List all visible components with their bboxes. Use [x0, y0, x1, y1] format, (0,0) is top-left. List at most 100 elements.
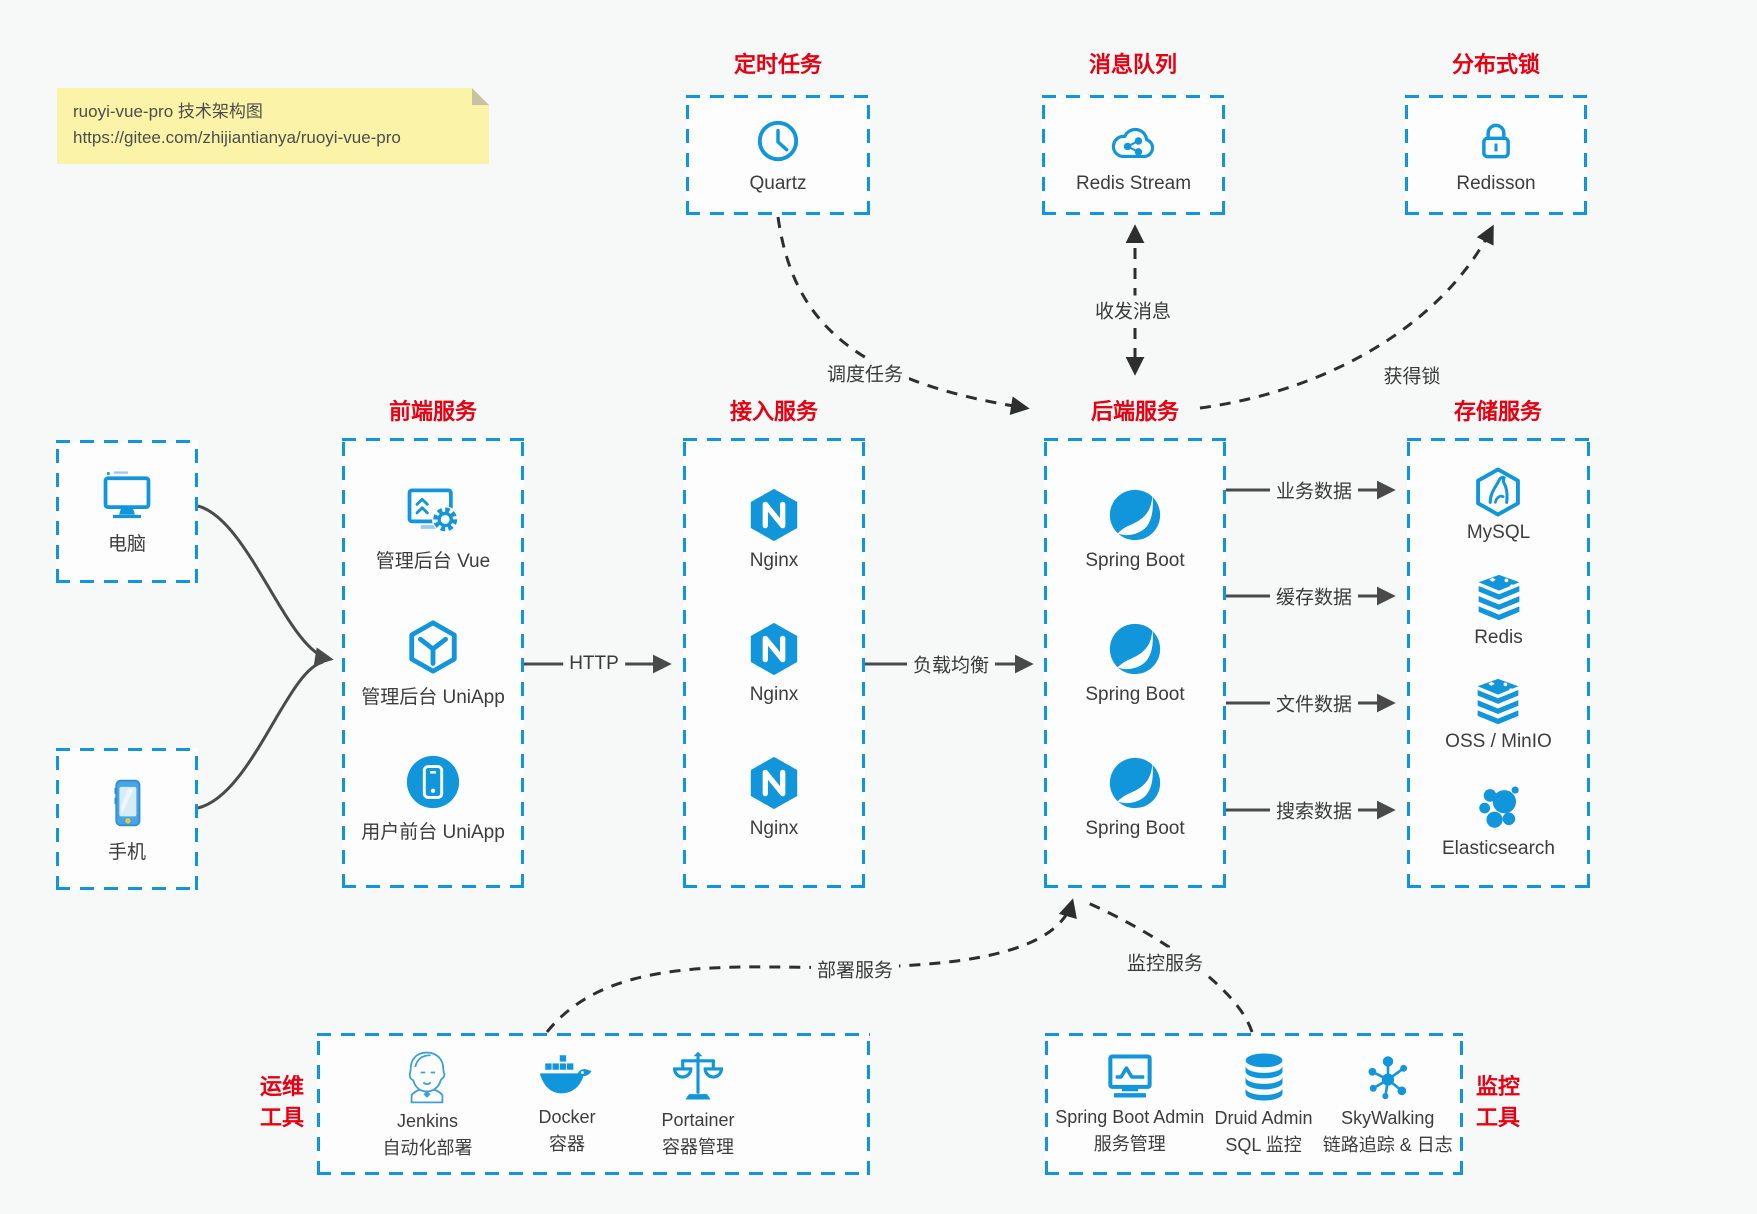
docker-label: Docker	[538, 1106, 596, 1127]
mysql-label: MySQL	[1466, 522, 1531, 544]
oss-minio-label: OSS / MinIO	[1445, 731, 1552, 753]
group-title-message-queue: 消息队列	[1088, 52, 1178, 77]
arrow-desktop-to-frontend	[197, 504, 334, 666]
jenkins-label: Jenkins	[396, 1110, 458, 1131]
spring-icon	[1106, 754, 1164, 812]
redis-stream-label: Redis Stream	[1075, 173, 1192, 194]
nginx-icon	[745, 486, 803, 544]
clock-icon	[752, 115, 804, 167]
quartz-label: Quartz	[749, 173, 807, 194]
redis-node: Redis	[1471, 573, 1527, 649]
spring-boot-admin-icon	[1103, 1052, 1157, 1102]
druid-label: Druid Admin	[1214, 1107, 1313, 1128]
edge-label-cache-data: 缓存数据	[1269, 581, 1359, 611]
quartz-node: Quartz	[749, 115, 807, 195]
sticky-note: ruoyi-vue-pro 技术架构图 https://gitee.com/zh…	[57, 88, 489, 164]
portainer-icon	[671, 1049, 725, 1105]
uniapp-cube-icon	[404, 618, 462, 676]
elasticsearch-icon	[1472, 782, 1526, 834]
monitor-tools-title: 监控 工具	[1472, 1072, 1524, 1134]
edge-label-deploy-service: 部署服务	[810, 954, 900, 984]
oss-minio-node: OSS / MinIO	[1445, 677, 1552, 753]
spring-boot-label: Spring Boot	[1085, 550, 1185, 571]
ops-tools-title-line2: 工具	[259, 1104, 304, 1130]
edge-label-file-data: 文件数据	[1269, 688, 1359, 718]
druid-node: Druid Admin SQL 监控	[1215, 1051, 1313, 1158]
skywalking-sublabel: 链路追踪 & 日志	[1322, 1135, 1453, 1155]
monitor-tools-box: Spring Boot Admin 服务管理 Druid Admin SQL 监…	[1045, 1033, 1463, 1175]
nginx-icon	[745, 620, 803, 678]
lock-icon	[1470, 115, 1522, 167]
skywalking-label: SkyWalking	[1341, 1107, 1435, 1128]
redis-label: Redis	[1474, 626, 1523, 648]
monitor-tools-title-line2: 工具	[1475, 1104, 1520, 1130]
spring-boot-admin-label: Spring Boot Admin	[1055, 1106, 1205, 1127]
spring-boot-admin-node: Spring Boot Admin 服务管理	[1055, 1052, 1204, 1157]
smartphone-icon	[102, 775, 152, 831]
spring-boot-node-2: Spring Boot	[1085, 620, 1185, 706]
nginx-node-2: Nginx	[745, 620, 803, 706]
mysql-icon	[1472, 466, 1524, 518]
skywalking-node: SkyWalking 链路追踪 & 日志	[1323, 1051, 1453, 1158]
user-uniapp-node: 用户前台 UniApp	[361, 753, 505, 844]
column-title-storage: 存储服务	[1453, 399, 1543, 424]
druid-icon	[1240, 1051, 1288, 1103]
nginx-icon	[745, 754, 803, 812]
backend-services-box: Spring Boot Spring Boot Spring Boot	[1044, 438, 1226, 888]
frontend-services-box: 管理后台 Vue 管理后台 UniApp 用户前台 UniApp	[342, 438, 524, 888]
edge-label-acquire-lock: 获得锁	[1377, 360, 1447, 390]
phone-client-node: 手机	[102, 775, 152, 864]
quartz-box: Quartz	[686, 95, 870, 215]
admin-vue-node: 管理后台 Vue	[376, 482, 490, 573]
spring-boot-admin-sublabel: 服务管理	[1093, 1134, 1166, 1154]
portainer-sublabel: 容器管理	[661, 1137, 734, 1157]
column-title-gateway: 接入服务	[729, 399, 819, 424]
note-title: ruoyi-vue-pro 技术架构图	[73, 102, 263, 121]
user-uniapp-label: 用户前台 UniApp	[361, 821, 505, 843]
edge-label-schedule-task: 调度任务	[820, 358, 910, 388]
ops-tools-title-line1: 运维	[259, 1074, 304, 1099]
admin-uniapp-node: 管理后台 UniApp	[361, 618, 505, 709]
nginx-label: Nginx	[749, 550, 799, 571]
admin-vue-label: 管理后台 Vue	[375, 551, 491, 573]
desktop-label: 电脑	[107, 534, 146, 555]
oss-icon	[1470, 677, 1526, 727]
spring-icon	[1106, 620, 1164, 678]
edge-label-send-receive-message: 收发消息	[1088, 295, 1178, 325]
spring-boot-node-3: Spring Boot	[1085, 754, 1185, 840]
storage-services-box: MySQL Redis	[1407, 438, 1590, 888]
note-fold-corner	[472, 88, 489, 105]
portainer-label: Portainer	[661, 1109, 735, 1130]
ops-tools-title: 运维 工具	[256, 1072, 308, 1134]
column-title-frontend: 前端服务	[388, 399, 478, 424]
note-url: https://gitee.com/zhijiantianya/ruoyi-vu…	[73, 128, 401, 148]
nginx-label: Nginx	[749, 818, 799, 839]
phone-client-box: 手机	[56, 748, 198, 890]
druid-sublabel: SQL 监控	[1225, 1135, 1302, 1155]
elasticsearch-label: Elasticsearch	[1442, 837, 1555, 859]
jenkins-node: Jenkins 自动化部署	[382, 1048, 472, 1161]
cloud-stream-icon	[1104, 115, 1162, 167]
user-app-icon	[404, 753, 462, 811]
mysql-node: MySQL	[1467, 466, 1530, 544]
edge-label-search-data: 搜索数据	[1269, 795, 1359, 825]
admin-uniapp-label: 管理后台 UniApp	[361, 686, 505, 708]
arrow-monitor-service	[1087, 901, 1254, 1033]
redis-icon	[1471, 573, 1527, 623]
spring-boot-label: Spring Boot	[1085, 684, 1185, 705]
redisson-box: Redisson	[1405, 95, 1587, 215]
desktop-client-node: 电脑	[96, 467, 158, 556]
docker-sublabel: 容器	[548, 1134, 585, 1154]
redisson-node: Redisson	[1456, 115, 1536, 195]
spring-boot-label: Spring Boot	[1085, 818, 1185, 839]
edge-label-http: HTTP	[563, 652, 625, 676]
arrow-deploy-service	[545, 898, 1077, 1033]
edge-label-monitor-service: 监控服务	[1120, 947, 1210, 977]
edge-label-business-data: 业务数据	[1269, 475, 1359, 505]
desktop-client-box: 电脑	[56, 440, 198, 583]
nginx-node-1: Nginx	[745, 486, 803, 572]
admin-vue-icon	[402, 482, 464, 540]
redisson-label: Redisson	[1456, 173, 1536, 194]
group-title-distributed-lock: 分布式锁	[1451, 52, 1541, 77]
nginx-label: Nginx	[749, 684, 799, 705]
